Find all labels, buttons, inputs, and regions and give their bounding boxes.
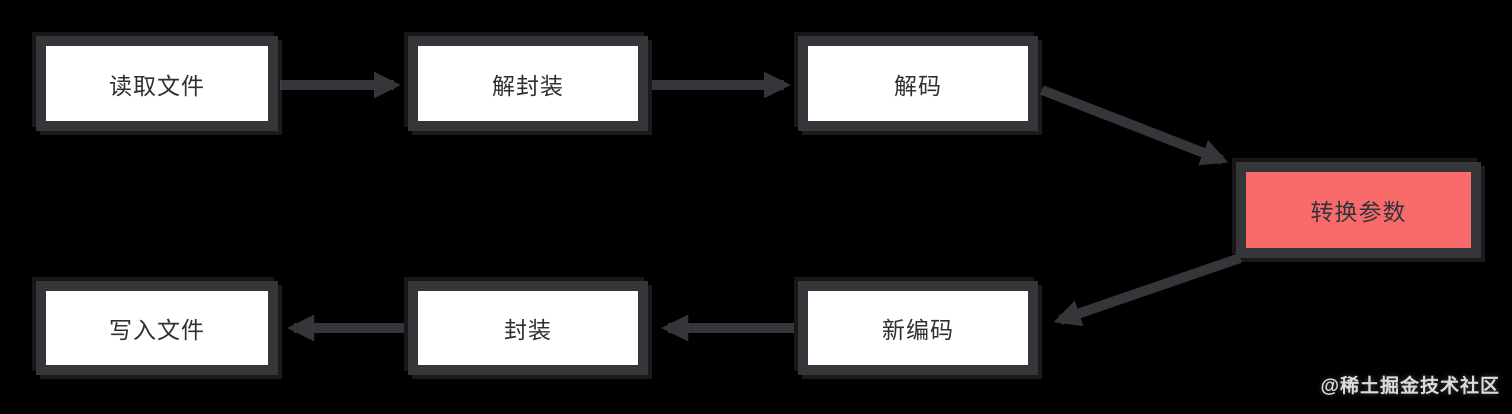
node-read-file: 读取文件 xyxy=(36,36,278,131)
arrow-convert-params-to-re-encode xyxy=(1053,253,1242,327)
node-write-file-label: 写入文件 xyxy=(109,317,205,343)
arrow-decode-to-convert-params xyxy=(1040,85,1229,166)
node-write-file: 写入文件 xyxy=(36,281,278,375)
node-re-encode: 新编码 xyxy=(798,281,1038,375)
node-read-file-label: 读取文件 xyxy=(109,72,205,99)
node-demux-label: 解封装 xyxy=(492,72,564,99)
node-decode-label: 解码 xyxy=(894,72,942,99)
node-decode: 解码 xyxy=(798,36,1038,131)
node-mux: 封装 xyxy=(408,281,648,375)
node-re-encode-label: 新编码 xyxy=(882,317,954,343)
watermark: @稀土掘金技术社区 xyxy=(1320,376,1500,397)
node-convert-params-label: 转换参数 xyxy=(1310,199,1407,225)
node-convert-params: 转换参数 xyxy=(1236,162,1481,258)
node-demux: 解封装 xyxy=(408,36,648,131)
node-mux-label: 封装 xyxy=(504,317,552,343)
